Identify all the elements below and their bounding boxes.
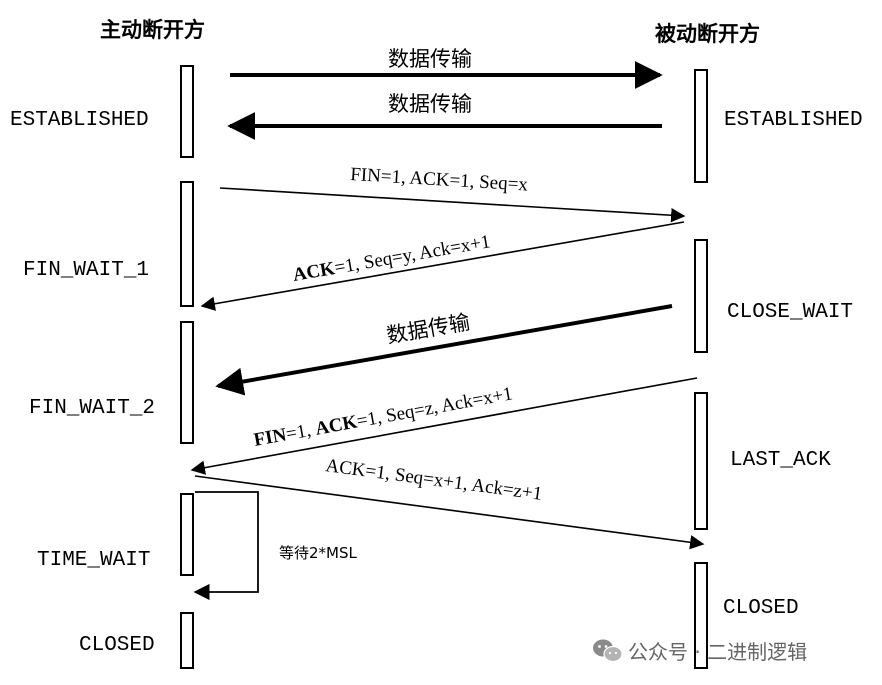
fin2-arrow: [190, 377, 698, 475]
data-transfer-label-1: 数据传输: [388, 47, 472, 71]
active-bar-closed: [180, 612, 194, 669]
passive-bar-closed: [694, 562, 708, 669]
fin2-label-bold-fin: FIN: [252, 424, 288, 451]
fin2-label-rest: =1, Seq=z, Ack=x+1: [355, 383, 514, 432]
fin2-label-bold-ack: ACK: [314, 412, 360, 440]
ack2-arrow: [194, 475, 705, 550]
ack1-label-rest: =1, Seq=y, Ack=x+1: [333, 231, 492, 279]
wechat-icon: [593, 639, 623, 663]
active-state-fin-wait-1: FIN_WAIT_1: [23, 259, 149, 282]
fin1-arrow: [219, 187, 686, 223]
fin1-label: FIN=1, ACK=1, Seq=x: [350, 164, 529, 196]
active-state-fin-wait-2: FIN_WAIT_2: [29, 397, 155, 420]
active-bar-fin-wait-1: [180, 181, 194, 307]
passive-state-closed: CLOSED: [723, 597, 799, 620]
passive-bar-established: [694, 69, 708, 183]
watermark: 公众号 · 二进制逻辑: [593, 639, 807, 664]
wait-2msl-label: 等待2*MSL: [279, 544, 358, 562]
active-bar-time-wait: [180, 493, 194, 576]
passive-closer-header: 被动断开方: [655, 22, 760, 46]
time-wait-loop-arrow: [193, 491, 259, 601]
active-bar-fin-wait-2: [180, 321, 194, 444]
active-bar-established: [180, 65, 194, 158]
passive-state-last-ack: LAST_ACK: [730, 449, 831, 472]
passive-bar-last-ack: [694, 392, 708, 530]
ack1-label-bold: ACK: [291, 258, 336, 286]
passive-timeline: [694, 69, 708, 669]
active-state-time-wait: TIME_WAIT: [37, 549, 150, 572]
watermark-text: 公众号 · 二进制逻辑: [628, 640, 807, 664]
active-closer-header: 主动断开方: [100, 18, 205, 42]
active-state-established: ESTABLISHED: [10, 109, 149, 132]
active-timeline: [180, 65, 194, 669]
ack1-label: ACK=1, Seq=y, Ack=x+1: [291, 231, 492, 286]
data-transfer-arrow-3: [215, 304, 673, 396]
passive-state-close-wait: CLOSE_WAIT: [727, 301, 853, 324]
passive-bar-close-wait: [694, 239, 708, 353]
data-transfer-label-2: 数据传输: [388, 92, 472, 116]
ack1-arrow: [200, 221, 685, 311]
fin2-label: FIN=1, ACK=1, Seq=z, Ack=x+1: [252, 383, 514, 451]
passive-state-established: ESTABLISHED: [724, 109, 863, 132]
active-state-closed: CLOSED: [79, 634, 155, 657]
fin2-label-mid: =1,: [284, 419, 317, 445]
